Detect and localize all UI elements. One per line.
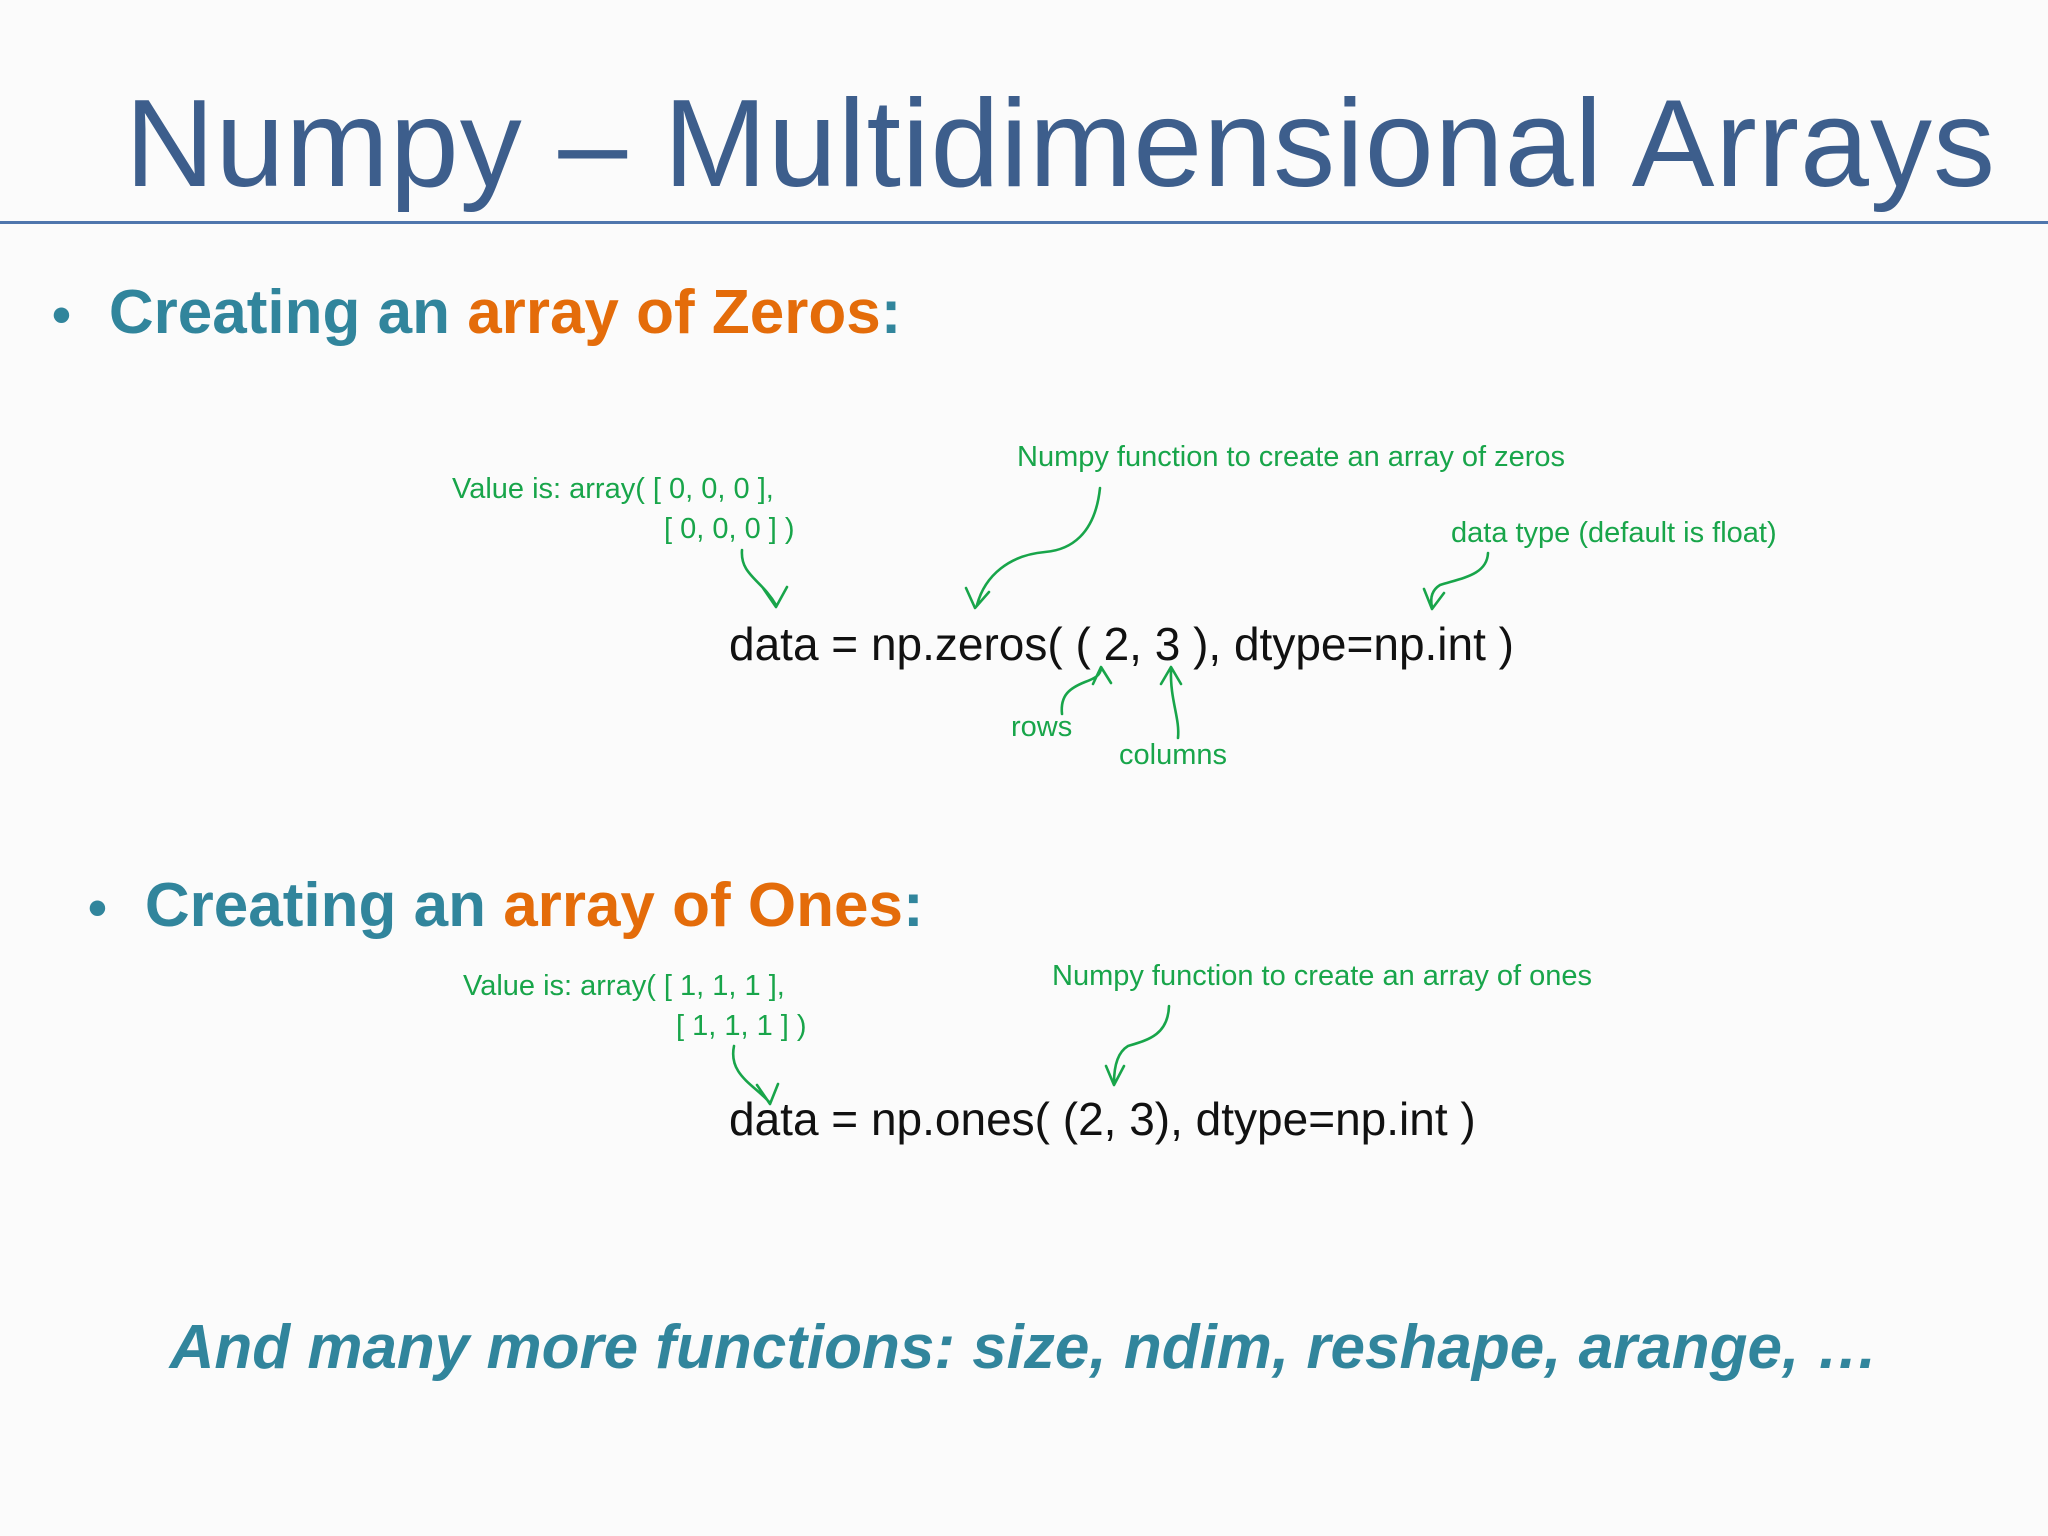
slide-title: Numpy – Multidimensional Arrays	[125, 75, 1997, 213]
rows-arrow-icon	[1060, 665, 1113, 716]
zeros-value-arrow-icon	[740, 548, 789, 609]
zeros-code: data = np.zeros( ( 2, 3 ), dtype=np.int …	[729, 618, 1514, 670]
zeros-function-note: Numpy function to create an array of zer…	[1017, 441, 1566, 473]
columns-arrow-icon	[1159, 665, 1183, 740]
zeros-value-line2: [ 0, 0, 0 ] )	[664, 513, 795, 545]
zeros-columns-note: columns	[1119, 739, 1227, 771]
title-underline	[0, 221, 2048, 224]
zeros-heading-highlight: array of Zeros	[467, 278, 881, 347]
zeros-function-arrow-icon	[964, 486, 1102, 610]
ones-heading-prefix: Creating an	[144, 871, 504, 940]
ones-code: data = np.ones( (2, 3), dtype=np.int )	[729, 1093, 1476, 1145]
zeros-heading: •Creating an array of Zeros:	[52, 282, 901, 344]
ones-heading-suffix: :	[902, 871, 924, 940]
bullet-icon: •	[88, 878, 107, 938]
zeros-value-line1: Value is: array( [ 0, 0, 0 ],	[452, 473, 774, 505]
zeros-rows-note: rows	[1011, 711, 1073, 743]
bullet-icon: •	[52, 285, 71, 345]
ones-value-line2: [ 1, 1, 1 ] )	[676, 1010, 807, 1042]
zeros-dtype-note: data type (default is float)	[1451, 517, 1777, 549]
ones-value-arrow-icon	[731, 1044, 780, 1106]
zeros-dtype-arrow-icon	[1422, 551, 1490, 611]
ones-heading: •Creating an array of Ones:	[88, 875, 924, 937]
ones-value-line1: Value is: array( [ 1, 1, 1 ],	[463, 970, 785, 1002]
ones-heading-highlight: array of Ones	[503, 871, 903, 940]
ones-function-note: Numpy function to create an array of one…	[1052, 960, 1593, 992]
zeros-heading-suffix: :	[880, 278, 902, 347]
footer-note: And many more functions: size, ndim, res…	[169, 1313, 1879, 1382]
zeros-heading-prefix: Creating an	[108, 278, 468, 347]
ones-function-arrow-icon	[1104, 1004, 1171, 1087]
